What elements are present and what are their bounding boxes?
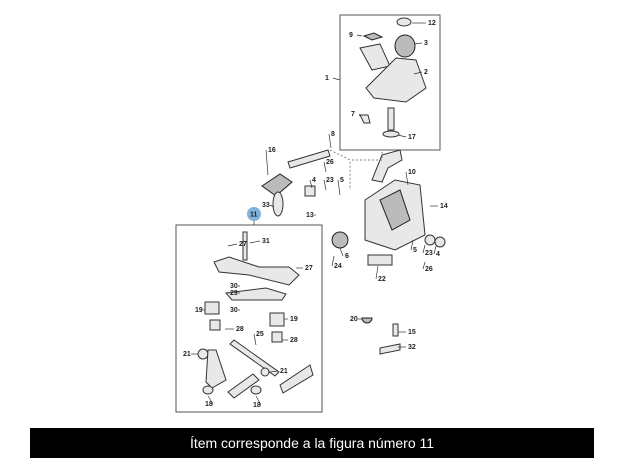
part-number-label: 23	[425, 250, 433, 257]
caption-bar: Ítem corresponde a la figura número 11	[30, 428, 594, 458]
part-number-label: 19	[195, 307, 203, 314]
leader-line	[356, 34, 363, 37]
leader-line	[433, 245, 437, 255]
part-number-label: 29	[230, 290, 238, 297]
part-number-label: 24	[334, 263, 342, 270]
caption-text: Ítem corresponde a la figura número 11	[189, 435, 435, 451]
part-number-label: 9	[349, 32, 353, 39]
leader-line	[309, 179, 313, 189]
part-number-label: 28	[290, 337, 298, 344]
leader-line	[413, 71, 423, 75]
part-number-label: 6	[345, 253, 349, 260]
leader-line	[323, 179, 327, 191]
leader-line	[207, 395, 214, 405]
part-number-label: 3	[424, 40, 428, 47]
part-number-label: 18	[205, 401, 213, 408]
leader-line	[249, 240, 261, 244]
part-number-label: 28	[236, 326, 244, 333]
item-11-highlight-marker[interactable]	[247, 207, 261, 221]
leader-line	[255, 395, 262, 406]
item-11-parts	[197, 231, 314, 399]
part-number-label: 5	[340, 177, 344, 184]
part-number-label: 18	[253, 402, 261, 409]
shift-knob-assembly-box	[339, 14, 441, 151]
part-number-label: 13	[306, 212, 314, 219]
leader-line	[337, 179, 341, 196]
leader-line	[339, 247, 344, 257]
leader-line	[265, 149, 269, 176]
part-number-label: 26	[326, 159, 334, 166]
leader-line	[413, 42, 423, 45]
shifter-housing	[261, 149, 446, 355]
leader-line	[227, 243, 238, 247]
shift-knob-parts	[359, 17, 427, 138]
part-number-label: 15	[408, 329, 416, 336]
part-number-label: 33	[262, 202, 270, 209]
part-number-label: 30	[230, 307, 238, 314]
leader-line	[422, 261, 426, 270]
leader-line	[375, 265, 379, 280]
part-number-label: 26	[425, 266, 433, 273]
leader-line	[331, 255, 335, 267]
part-number-label: 2	[424, 69, 428, 76]
leader-line	[422, 244, 426, 254]
leader-line	[323, 161, 327, 173]
part-number-label: 30	[230, 283, 238, 290]
part-number-label: 27	[239, 241, 247, 248]
part-number-label: 16	[268, 147, 276, 154]
part-number-label: 20	[350, 316, 358, 323]
leader-line	[405, 171, 409, 186]
part-number-label: 19	[290, 316, 298, 323]
leader-line	[253, 333, 257, 346]
part-number-label: 22	[378, 276, 386, 283]
leader-line	[269, 370, 279, 373]
leader-line	[397, 134, 407, 138]
part-number-label: 8	[331, 131, 335, 138]
part-number-label: 27	[305, 265, 313, 272]
part-number-label: 21	[280, 368, 288, 375]
part-number-label: 23	[326, 177, 334, 184]
leader-line	[332, 77, 341, 81]
part-number-label: 31	[262, 238, 270, 245]
leader-line	[269, 204, 275, 208]
part-number-label: 17	[408, 134, 416, 141]
item-11-label: 11	[250, 212, 258, 219]
item-11-assembly-box	[175, 224, 323, 413]
part-number-label: 4	[312, 177, 316, 184]
part-number-label: 25	[256, 331, 264, 338]
part-number-label: 10	[408, 169, 416, 176]
leader-line	[410, 239, 414, 251]
part-number-label: 14	[440, 203, 448, 210]
part-number-label: 21	[183, 351, 191, 358]
leader-line	[358, 113, 361, 117]
part-number-label: 5	[413, 247, 417, 254]
part-number-label: 32	[408, 344, 416, 351]
part-number-label: 1	[325, 75, 329, 82]
part-number-label: 7	[351, 111, 355, 118]
leader-line	[328, 133, 332, 149]
part-number-label: 12	[428, 20, 436, 27]
part-number-label: 4	[436, 251, 440, 258]
